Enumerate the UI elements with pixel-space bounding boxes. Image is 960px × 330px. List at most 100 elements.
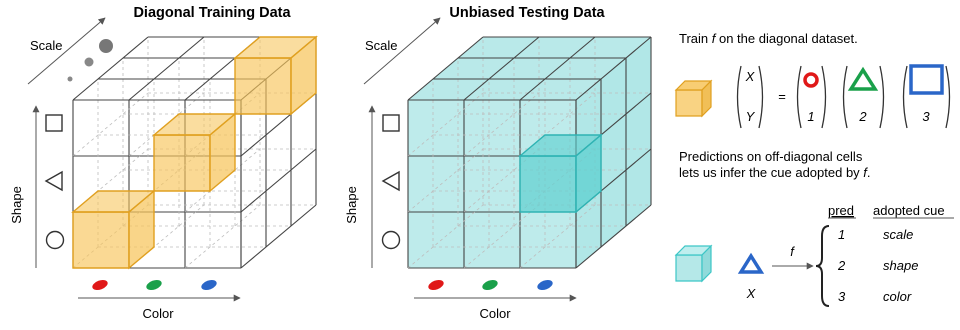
cell-side-face	[575, 133, 602, 214]
class-label-3: 3	[922, 109, 930, 124]
green-triangle-icon	[847, 66, 879, 91]
left-scale-axis-label: Scale	[30, 38, 63, 53]
grid-line	[463, 204, 540, 269]
cell-front-face	[72, 211, 130, 269]
mid-color-blue-blob-icon	[537, 279, 553, 291]
row-1-cue: scale	[883, 227, 913, 242]
grid-line	[519, 36, 596, 101]
row-3-cue: color	[883, 289, 912, 304]
grid-line	[240, 148, 317, 213]
grid-line	[407, 148, 484, 213]
grid-line	[519, 92, 596, 157]
class1-right-paren	[821, 65, 827, 129]
color-blue-blob-icon	[201, 279, 217, 291]
left-shape-axis-label: Shape	[9, 186, 24, 224]
vec-x-label: X	[745, 69, 756, 84]
grid-line	[128, 204, 205, 269]
pred-caption-line1: Predictions on off-diagonal cells	[679, 149, 863, 164]
grid-line	[519, 204, 596, 269]
middle-panel-title: Unbiased Testing Data	[449, 5, 605, 21]
train-caption: Train f on the diagonal dataset.	[679, 31, 858, 46]
grid-line	[72, 36, 149, 101]
row-1-pred: 1	[838, 227, 845, 242]
mid-shape-square-icon	[382, 114, 400, 132]
middle-shape-axis-label: Shape	[344, 186, 359, 224]
pred-caption-line2: lets us infer the cue adopted by f.	[679, 165, 871, 180]
left-scale-axis-arrow	[27, 17, 106, 85]
class2-left-paren	[842, 65, 848, 129]
grid-line	[407, 92, 484, 157]
class1-left-paren	[796, 65, 802, 129]
left-diagonal-cubes	[71, 35, 318, 270]
grid-line	[128, 36, 205, 101]
vec-right-paren	[758, 65, 764, 129]
middle-scale-axis-arrow	[363, 17, 441, 85]
equals-sign: =	[778, 89, 786, 104]
grid-line	[463, 92, 540, 157]
left-panel: Diagonal Training Data Scale Shape Color	[9, 5, 318, 321]
left-panel-title: Diagonal Training Data	[133, 5, 291, 21]
cell-front-face	[234, 57, 292, 115]
grid-line	[72, 148, 149, 213]
pred-column-header: pred	[828, 203, 854, 218]
grid-line	[72, 92, 149, 157]
middle-cube-block	[407, 36, 652, 269]
train-caption-suffix: on the diagonal dataset.	[715, 31, 857, 46]
test-cube-icon	[674, 244, 713, 283]
grid-line	[575, 36, 652, 101]
cell-side-face	[290, 35, 317, 116]
vec-y-label: Y	[746, 109, 756, 124]
pred-caption-line2-prefix: lets us infer the cue adopted by	[679, 165, 863, 180]
middle-scale-axis-label: Scale	[365, 38, 398, 53]
left-color-axis-label: Color	[142, 306, 174, 321]
pred-caption-line2-suffix: .	[867, 165, 871, 180]
cue-column-header: adopted cue	[873, 203, 945, 218]
middle-color-axis-label: Color	[479, 306, 511, 321]
scale-medium-icon	[84, 57, 94, 67]
blue-triangle-input-icon	[737, 252, 765, 274]
grid-line	[575, 204, 652, 269]
grid-line	[463, 36, 540, 101]
scale-small-icon	[67, 76, 73, 82]
shape-square-icon	[45, 114, 63, 132]
grid-line	[407, 36, 484, 101]
cell-front-face	[519, 155, 577, 213]
f-arrow-label: f	[790, 244, 795, 259]
grid-line	[184, 204, 261, 269]
mid-shape-circle-icon	[381, 230, 401, 250]
row-3-pred: 3	[838, 289, 846, 304]
vec-left-paren	[736, 65, 742, 129]
mid-color-red-blob-icon	[428, 279, 444, 291]
shape-circle-icon	[45, 230, 65, 250]
block-top-face	[408, 37, 651, 100]
middle-panel: Unbiased Testing Data Scale Shape Color	[344, 5, 652, 321]
row-2-pred: 2	[837, 258, 846, 273]
mid-color-green-blob-icon	[482, 279, 498, 291]
scale-large-icon	[99, 39, 113, 53]
grid-line	[407, 204, 484, 269]
grid-line	[240, 204, 317, 269]
grid-line	[463, 148, 540, 213]
row-2-cue: shape	[883, 258, 918, 273]
shape-triangle-icon	[44, 170, 63, 192]
color-red-blob-icon	[92, 279, 108, 291]
input-x-label: X	[746, 286, 757, 301]
blue-square-icon	[909, 64, 944, 95]
class-label-2: 2	[858, 109, 867, 124]
class3-left-paren	[902, 65, 908, 129]
mid-shape-triangle-icon	[381, 170, 400, 192]
color-green-blob-icon	[146, 279, 162, 291]
train-caption-prefix: Train	[679, 31, 712, 46]
pred-caption-f: f	[863, 165, 868, 180]
right-panel: Train f on the diagonal dataset. X Y = 1…	[674, 31, 954, 307]
train-cube-icon	[674, 79, 713, 118]
prediction-brace	[815, 225, 830, 307]
red-ring-icon	[803, 72, 819, 88]
cell-front-face	[153, 134, 211, 192]
block-front-face	[408, 100, 576, 268]
class-label-1: 1	[807, 109, 814, 124]
class3-right-paren	[945, 65, 951, 129]
train-caption-f: f	[712, 31, 717, 46]
class2-right-paren	[879, 65, 885, 129]
